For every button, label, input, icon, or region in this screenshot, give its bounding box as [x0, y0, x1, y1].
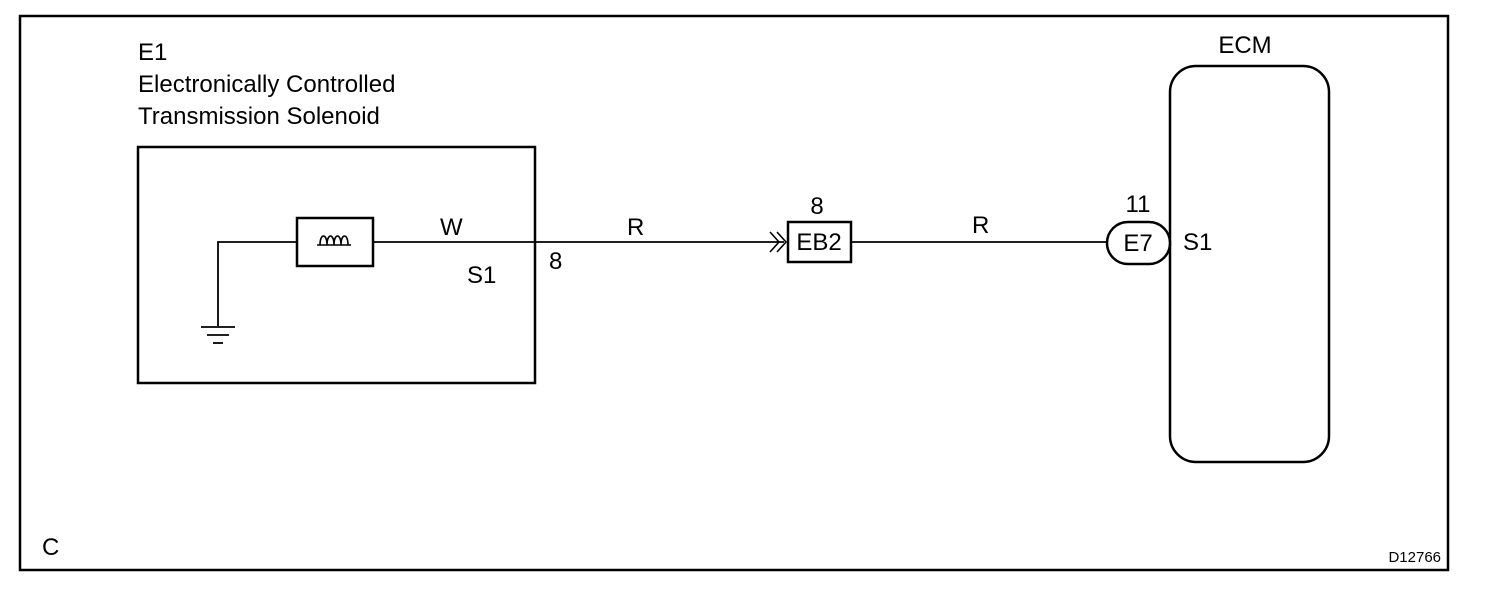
ground-icon: [201, 326, 235, 344]
e7-connector-pin: 11: [1126, 191, 1151, 218]
solenoid-coil-box: [295, 216, 375, 268]
corner-label: C: [42, 534, 59, 561]
component-name-line2: Transmission Solenoid: [138, 103, 380, 130]
ecm-box: [1168, 64, 1331, 464]
component-id: E1: [138, 39, 167, 66]
eb2-connector-id: EB2: [796, 229, 841, 256]
component-terminal-number: 8: [549, 248, 562, 275]
diagram-frame: [18, 14, 1450, 572]
ecm-terminal-name: S1: [1183, 229, 1212, 256]
coil-icon: [317, 235, 351, 246]
ecm-title: ECM: [1218, 32, 1271, 59]
e7-connector-id: E7: [1123, 230, 1152, 257]
component-name-line1: Electronically Controlled: [138, 71, 395, 98]
component-terminal-name: S1: [467, 262, 496, 289]
ground-wire: [217, 241, 297, 326]
e7-connector: [1105, 220, 1172, 266]
wire-color-right: R: [972, 212, 989, 239]
solenoid-box: [136, 145, 537, 385]
eb2-connector-pin: 8: [810, 193, 823, 220]
connector-arrow-icon: [769, 231, 788, 253]
eb2-connector: [786, 220, 853, 264]
internal-wire-color: W: [440, 214, 463, 241]
wire-color-left: R: [627, 214, 644, 241]
figure-code: D12766: [1388, 549, 1441, 566]
